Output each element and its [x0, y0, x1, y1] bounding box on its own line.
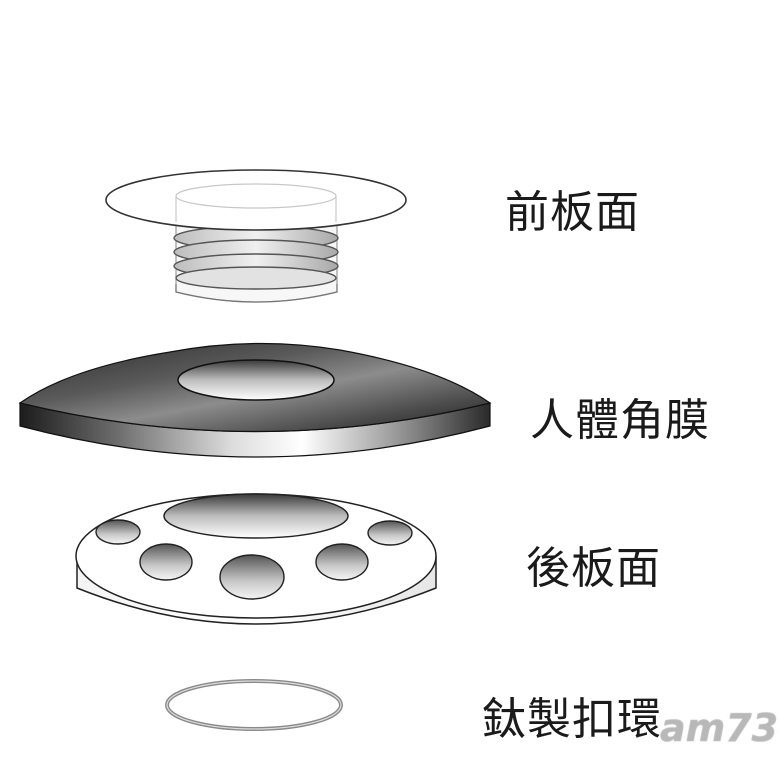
back-plate-hole	[95, 519, 141, 545]
front-plate-stem	[173, 219, 339, 303]
back-plate-hole	[367, 520, 413, 546]
front-plate	[105, 169, 407, 303]
back-plate-hole	[139, 543, 193, 581]
back-plate-hole	[315, 543, 369, 581]
human-cornea-label: 人體角膜	[530, 395, 710, 446]
watermark-logo: am730	[660, 706, 779, 750]
back-plate-central-hole	[163, 493, 349, 539]
back-plate-label: 後板面	[526, 543, 661, 594]
back-plate	[75, 493, 437, 625]
cornea-central-hole	[177, 359, 335, 401]
human-cornea	[18, 342, 492, 458]
front-plate-label: 前板面	[505, 187, 640, 238]
titanium-ring-label: 鈦製扣環	[482, 694, 662, 745]
back-plate-hole	[219, 554, 285, 600]
front-plate-flange	[105, 169, 407, 231]
